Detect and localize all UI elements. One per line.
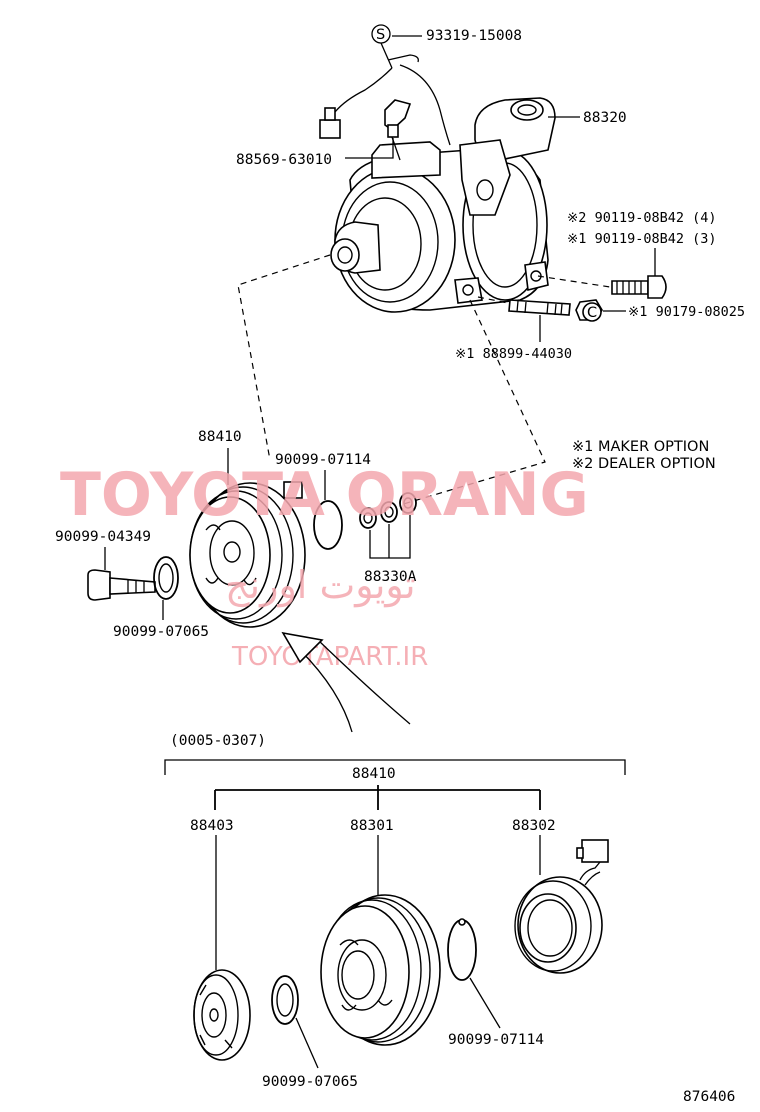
label-bolt: 90099-04349 [55,529,151,545]
label-bolt-dealer: ※2 90119-08B42 (4) [567,210,716,226]
legend-dealer-option: ※2 DEALER OPTION [572,456,716,472]
watermark-brand: TOYOTA ORANG [60,460,589,530]
label-hub: 88403 [190,818,234,834]
c-mark-text: C [587,305,597,321]
label-clutch-assy-bottom: 88410 [352,766,396,782]
label-stator: 88302 [512,818,556,834]
bolt-part [87,569,156,601]
clutch-pulley-top [189,482,306,628]
diagram-number: 876406 [683,1089,735,1105]
hub-part [193,969,251,1061]
compressor-drawing [319,54,667,322]
label-washer-top: 90099-07065 [113,624,209,640]
washer-bottom [271,975,299,1025]
stator-part [514,839,609,974]
shims [359,492,417,529]
label-snap-ring-bottom: 90099-07114 [448,1032,544,1048]
snap-ring-bottom [447,919,477,981]
watermark-persian: تویوت اورنج [225,563,416,608]
s-mark-text: S [376,27,385,43]
label-bolt-maker: ※1 90119-08B42 (3) [567,231,716,247]
label-washer-bottom: 90099-07065 [262,1074,358,1090]
label-clutch-assy-top: 88410 [198,429,242,445]
legend-maker-option: ※1 MAKER OPTION [572,439,709,455]
label-stud: ※1 88899-44030 [455,346,572,362]
label-nut: ※1 90179-08025 [628,304,745,320]
label-sensor-clip: 93319-15008 [426,28,522,44]
label-pulley: 88301 [350,818,394,834]
snap-ring-top [313,500,343,550]
watermark-url: TOYOTAPART.IR [231,642,428,672]
pulley-part [320,894,441,1046]
label-shims: 88330A [364,569,417,585]
washer-top [153,556,179,600]
label-snap-ring-top: 90099-07114 [275,452,371,468]
label-connector: 88569-63010 [236,152,332,168]
label-range: (0005-0307) [170,733,266,749]
label-compressor: 88320 [583,110,627,126]
